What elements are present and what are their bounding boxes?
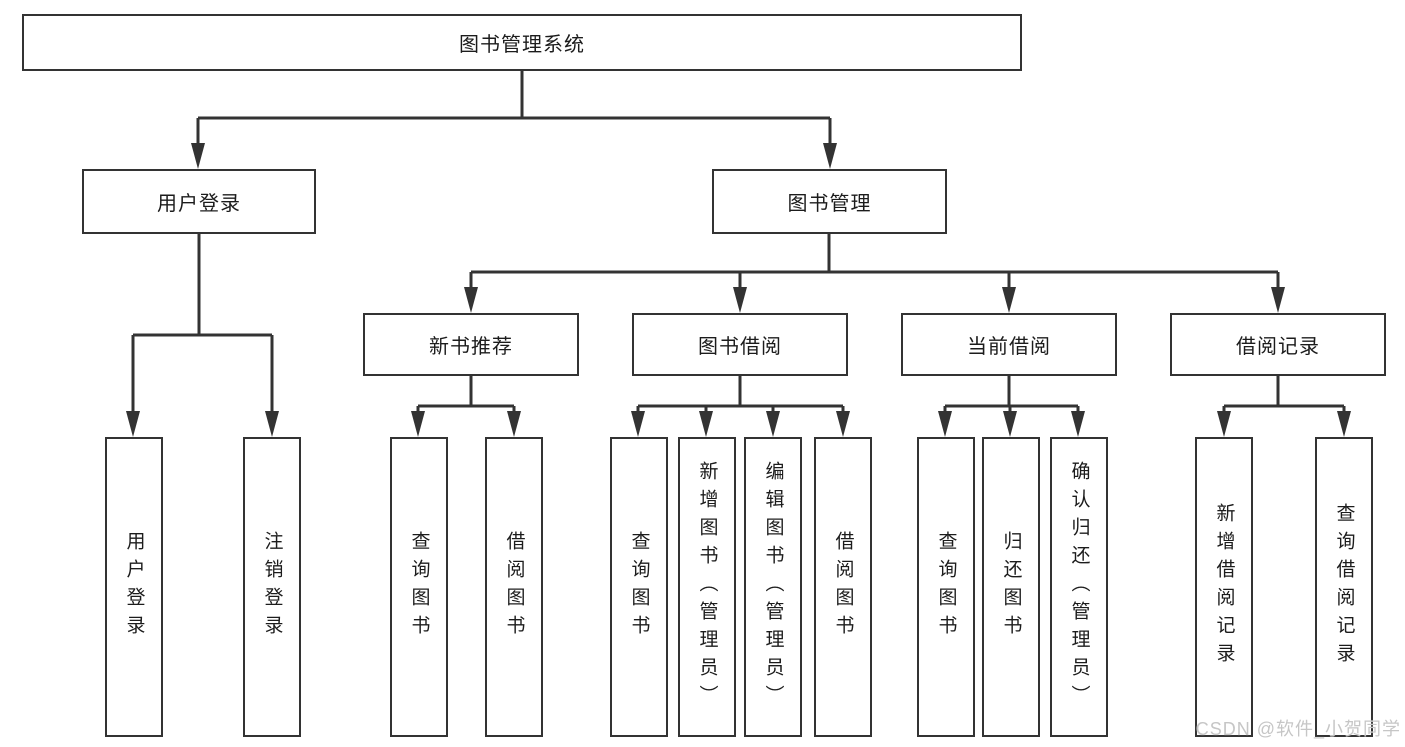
leaf-query-book-recommend-label: 查询图书 — [408, 531, 430, 643]
node-new-book-recommend: 新书推荐 — [363, 313, 579, 376]
leaf-confirm-return-admin: 确认归还（管理员） — [1050, 437, 1108, 737]
leaf-query-book-recommend: 查询图书 — [390, 437, 448, 737]
node-current-borrow-label: 当前借阅 — [967, 336, 1051, 358]
leaf-logout: 注销登录 — [243, 437, 301, 737]
node-book-management: 图书管理 — [712, 169, 947, 234]
node-current-borrow: 当前借阅 — [901, 313, 1117, 376]
leaf-borrow-book-recommend: 借阅图书 — [485, 437, 543, 737]
node-user-login-label: 用户登录 — [157, 193, 241, 215]
node-user-login: 用户登录 — [82, 169, 316, 234]
leaf-borrow-book-label: 借阅图书 — [832, 531, 854, 643]
node-borrow-record: 借阅记录 — [1170, 313, 1386, 376]
leaf-edit-book-admin-label: 编辑图书（管理员） — [762, 461, 784, 713]
node-library-system: 图书管理系统 — [22, 14, 1022, 71]
node-book-management-label: 图书管理 — [787, 193, 872, 215]
arrowhead-icons — [126, 143, 1351, 437]
leaf-query-book-borrow: 查询图书 — [610, 437, 668, 737]
node-library-system-label: 图书管理系统 — [459, 34, 585, 56]
leaf-query-borrow-record: 查询借阅记录 — [1315, 437, 1373, 737]
node-new-book-recommend-label: 新书推荐 — [429, 336, 513, 358]
leaf-query-book-current-label: 查询图书 — [935, 531, 957, 643]
leaf-edit-book-admin: 编辑图书（管理员） — [744, 437, 802, 737]
leaf-user-login: 用户登录 — [105, 437, 163, 737]
leaf-logout-label: 注销登录 — [261, 531, 283, 643]
leaf-add-borrow-record-label: 新增借阅记录 — [1213, 503, 1235, 671]
leaf-user-login-label: 用户登录 — [123, 531, 145, 643]
leaf-query-book-borrow-label: 查询图书 — [628, 531, 650, 643]
leaf-borrow-book-recommend-label: 借阅图书 — [503, 531, 525, 643]
leaf-add-book-admin: 新增图书（管理员） — [678, 437, 736, 737]
leaf-confirm-return-admin-label: 确认归还（管理员） — [1068, 461, 1090, 713]
leaf-add-borrow-record: 新增借阅记录 — [1195, 437, 1253, 737]
leaf-query-book-current: 查询图书 — [917, 437, 975, 737]
node-book-borrow-label: 图书借阅 — [698, 336, 782, 358]
node-borrow-record-label: 借阅记录 — [1236, 336, 1320, 358]
leaf-return-book: 归还图书 — [982, 437, 1040, 737]
leaf-borrow-book: 借阅图书 — [814, 437, 872, 737]
node-book-borrow: 图书借阅 — [632, 313, 848, 376]
watermark: CSDN @软件_小贺同学 — [1195, 719, 1401, 739]
leaf-add-book-admin-label: 新增图书（管理员） — [696, 461, 718, 713]
leaf-query-borrow-record-label: 查询借阅记录 — [1333, 503, 1355, 671]
leaf-return-book-label: 归还图书 — [1000, 531, 1022, 643]
